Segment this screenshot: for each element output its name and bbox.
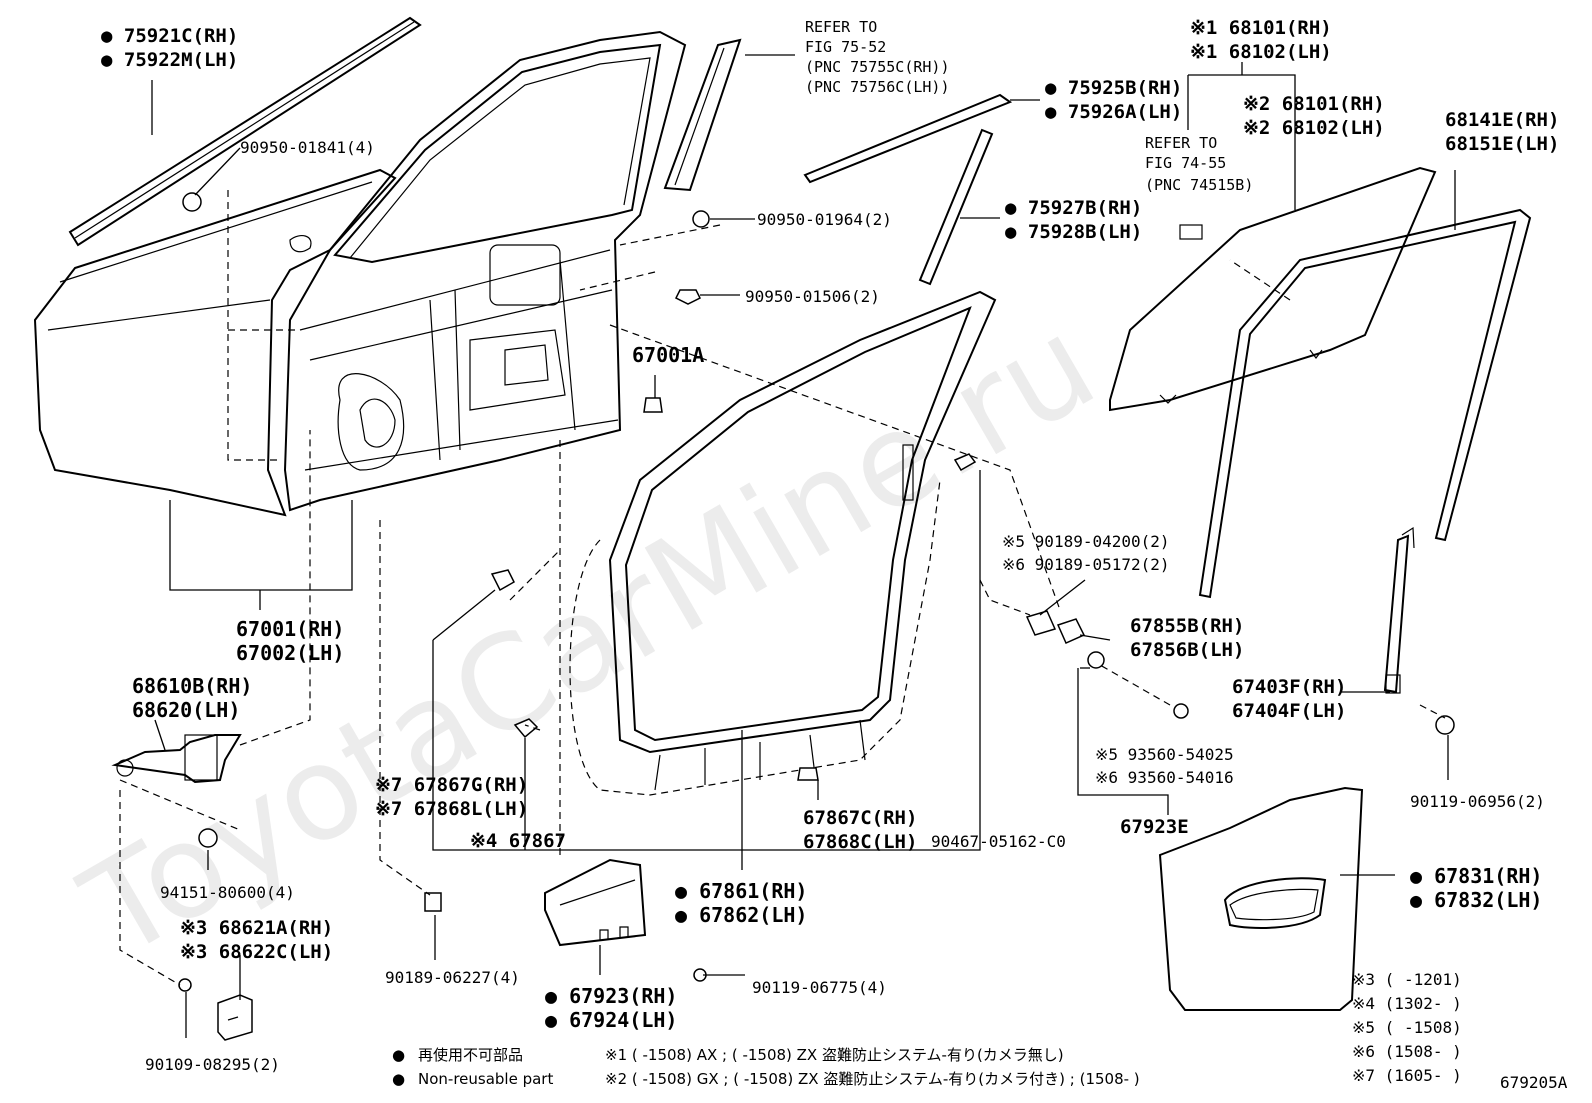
date-note-3: ※3 ( -1201) [1352, 970, 1462, 989]
callout-90189-06227: 90189-06227(4) [385, 968, 520, 987]
glass-run-channel [1198, 208, 1532, 599]
lower-protector [544, 858, 647, 947]
callout-75927B: ● 75927B(RH) [1005, 197, 1142, 219]
hinge-bracket [217, 994, 253, 1041]
callout-75925B: ● 75925B(RH) [1045, 77, 1182, 99]
callout-67831: ● 67831(RH) [1410, 864, 1542, 888]
door-check [111, 734, 242, 784]
door-inner-frame [283, 30, 687, 512]
legend-note-1: ※1 ( -1508) AX ; ( -1508) ZX 盗難防止システム-有り… [605, 1046, 1064, 1064]
callout-67924: ● 67924(LH) [545, 1008, 677, 1032]
leader-lines [151, 54, 1456, 1038]
callout-67923: ● 67923(RH) [545, 984, 677, 1008]
callout-68620: 68620(LH) [132, 698, 240, 722]
callout-67868C: 67868C(LH) [803, 831, 917, 853]
callout-67832: ● 67832(LH) [1410, 888, 1542, 912]
door-trim-board [1158, 786, 1364, 1011]
callout-67867: ※4 67867 [470, 830, 566, 852]
pillar-garnish [663, 38, 742, 192]
callout-68622C: ※3 68622C(LH) [180, 941, 333, 963]
callout-94151-80600: 94151-80600(4) [160, 883, 295, 902]
callout-68101-s1: ※1 68101(RH) [1190, 17, 1332, 39]
callout-67002: 67002(LH) [236, 641, 344, 665]
callout-68101-s2: ※2 68101(RH) [1243, 93, 1385, 115]
callout-67867C: 67867C(RH) [803, 807, 917, 829]
legend-nonreusable-jp: 再使用不可部品 [418, 1046, 523, 1064]
door-weatherstrip [569, 290, 997, 796]
callout-68141E: 68141E(RH) [1445, 109, 1559, 131]
callout-90119-06775: 90119-06775(4) [752, 978, 887, 997]
fastener-clips [178, 192, 1455, 992]
ref-fig-74-55-l1: REFER TO [1145, 134, 1217, 152]
callout-67855B: 67855B(RH) [1130, 615, 1244, 637]
callout-68151E: 68151E(LH) [1445, 133, 1559, 155]
callout-67867G: ※7 67867G(RH) [375, 774, 528, 796]
ref-fig-75-52-l4: (PNC 75756C(LH)) [805, 78, 950, 96]
callout-93560-54025: ※5 93560-54025 [1095, 745, 1234, 764]
callout-75928B: ● 75928B(LH) [1005, 221, 1142, 243]
outer-belt-moulding [68, 16, 422, 247]
callout-90109-08295: 90109-08295(2) [145, 1055, 280, 1074]
door-outer-panel [33, 168, 397, 517]
callout-93560-54016: ※6 93560-54016 [1095, 768, 1234, 787]
callout-67001: 67001(RH) [236, 617, 344, 641]
glass-run-upper [803, 93, 1013, 184]
date-note-7: ※7 (1605- ) [1352, 1066, 1462, 1085]
callout-68621A: ※3 68621A(RH) [180, 917, 333, 939]
legend-nonreusable-en: Non-reusable part [418, 1070, 553, 1088]
ref-fig-74-55-l2: FIG 74-55 [1145, 154, 1226, 172]
callout-67861: ● 67861(RH) [675, 879, 807, 903]
legend-note-2: ※2 ( -1508) GX ; ( -1508) ZX 盗難防止システム-有り… [605, 1070, 1140, 1088]
ref-fig-75-52-l3: (PNC 75755C(RH)) [805, 58, 950, 76]
callout-68610B: 68610B(RH) [132, 674, 252, 698]
door-glass [1109, 166, 1437, 412]
assembly-dashed-lines [119, 190, 1446, 986]
callout-68102-s2: ※2 68102(LH) [1243, 117, 1385, 139]
legend-mark-1: ● [392, 1046, 405, 1064]
ref-fig-75-52-l1: REFER TO [805, 18, 877, 36]
callout-67923E: 67923E [1120, 816, 1189, 838]
callout-75926A: ● 75926A(LH) [1045, 101, 1182, 123]
callout-67404F: 67404F(LH) [1232, 700, 1346, 722]
date-note-5: ※5 ( -1508) [1352, 1018, 1462, 1037]
callout-68102-s1: ※1 68102(LH) [1190, 41, 1332, 63]
callout-90189-04200: ※5 90189-04200(2) [1002, 532, 1170, 551]
division-bar-strip [918, 128, 994, 286]
callout-67001A: 67001A [632, 343, 704, 367]
callout-75921C: ● 75921C(RH) [101, 25, 238, 47]
date-note-6: ※6 (1508- ) [1352, 1042, 1462, 1061]
callout-67403F: 67403F(RH) [1232, 676, 1346, 698]
callout-75922M: ● 75922M(LH) [101, 49, 238, 71]
ref-fig-74-55-l3: (PNC 74515B) [1145, 176, 1253, 194]
legend-mark-2: ● [392, 1070, 405, 1088]
callout-67856B: 67856B(LH) [1130, 639, 1244, 661]
callout-90950-01841: 90950-01841(4) [240, 138, 375, 157]
callout-90189-05172: ※6 90189-05172(2) [1002, 555, 1170, 574]
callout-90119-06956: 90119-06956(2) [1410, 792, 1545, 811]
callout-90950-01506: 90950-01506(2) [745, 287, 880, 306]
ref-fig-75-52-l2: FIG 75-52 [805, 38, 886, 56]
callout-90950-01964: 90950-01964(2) [757, 210, 892, 229]
rear-lower-sash [1383, 526, 1415, 694]
callout-67868L: ※7 67868L(LH) [375, 798, 528, 820]
callout-90467-05162-C0: 90467-05162-C0 [931, 832, 1066, 851]
figure-id: 679205A [1500, 1073, 1568, 1092]
callout-67862: ● 67862(LH) [675, 903, 807, 927]
date-note-4: ※4 (1302- ) [1352, 994, 1462, 1013]
